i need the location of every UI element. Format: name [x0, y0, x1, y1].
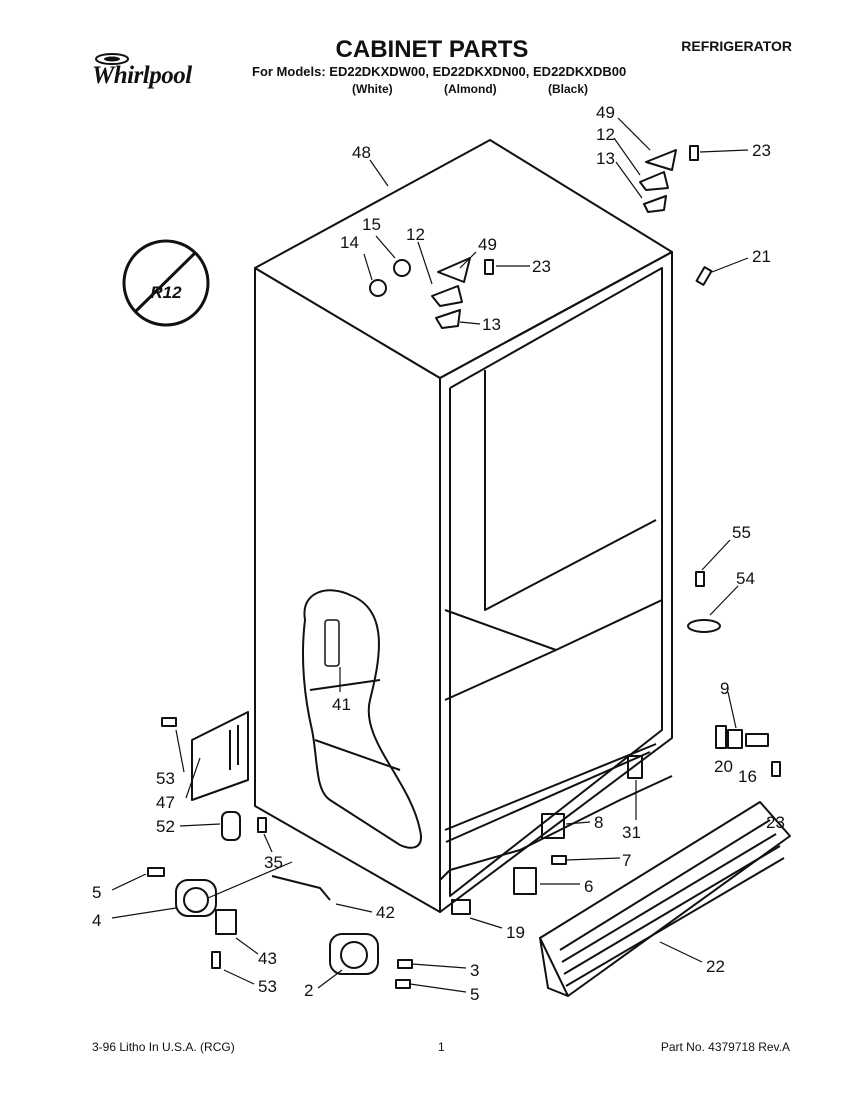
part-47-compressor-panel [191, 711, 249, 801]
callout-15: 15 [362, 215, 381, 234]
callout-14: 14 [340, 233, 359, 252]
brand-name: Whirlpool [92, 62, 192, 89]
callout-55: 55 [732, 523, 751, 542]
part-13-hinge-shim [435, 309, 461, 329]
part-9-bracket [727, 729, 743, 749]
part-53-screw-top [161, 717, 177, 727]
part-55-screw [695, 571, 705, 587]
callout-47: 47 [156, 793, 175, 812]
part-4-wheel [183, 887, 209, 913]
footer-part-number: Part No. 4379718 Rev.A [660, 1040, 790, 1054]
part-54-bracket [687, 619, 721, 633]
part-12-hinge-right [639, 171, 669, 191]
part-12-hinge [431, 285, 463, 307]
color-black: (Black) [548, 82, 589, 96]
r12-badge-text: R12 [150, 283, 182, 302]
part-52-clip [221, 811, 241, 841]
part-41-gasket [324, 619, 340, 667]
part-43-bracket [215, 909, 237, 935]
part-4-roller-bracket [175, 879, 217, 917]
logo-swirl-icon [95, 53, 129, 65]
callout-13-right: 13 [596, 149, 615, 168]
callout-7: 7 [622, 851, 631, 870]
callout-52: 52 [156, 817, 175, 836]
part-8-block [541, 813, 565, 839]
callout-53-top: 53 [156, 769, 175, 788]
part-22-toe-grille [539, 801, 791, 997]
callout-31: 31 [622, 823, 641, 842]
page-title: CABINET PARTS [335, 36, 529, 63]
callout-20: 20 [714, 757, 733, 776]
part-2-roller-front [329, 933, 379, 975]
callout-16: 16 [738, 767, 757, 786]
callout-22: 22 [706, 957, 725, 976]
callout-53-bottom: 53 [258, 977, 277, 996]
part-13-shim-right [643, 195, 667, 213]
cabinet-left-side [254, 267, 441, 913]
cabinet-cutaway [301, 589, 422, 849]
color-white: (White) [352, 82, 393, 96]
part-23-screw-right [689, 145, 699, 161]
part-19-leveler [451, 899, 471, 915]
callout-42: 42 [376, 903, 395, 922]
part-3-screw [397, 959, 413, 969]
part-35-screw [257, 817, 267, 833]
callout-35: 35 [264, 853, 283, 872]
callout-12-right: 12 [596, 125, 615, 144]
callout-8: 8 [594, 813, 603, 832]
part-31-clip [627, 755, 643, 779]
callout-2: 2 [304, 981, 313, 1000]
callout-48: 48 [352, 143, 371, 162]
callout-4: 4 [92, 911, 101, 930]
callout-3: 3 [470, 961, 479, 980]
part-49-hinge-cover-right [645, 149, 677, 171]
footer-print-info: 3-96 Litho In U.S.A. (RCG) [92, 1040, 235, 1054]
callout-5-left: 5 [92, 883, 101, 902]
r12-refrigerant-badge [122, 239, 210, 327]
part-5-screw-left [147, 867, 165, 877]
part-7-screw [551, 855, 567, 865]
callout-41: 41 [332, 695, 351, 714]
part-49-top-hinge-cover [437, 257, 471, 283]
whirlpool-logo: Whirlpool [88, 48, 220, 108]
part-20-bracket [715, 725, 727, 749]
part-6-bracket [513, 867, 537, 895]
callout-6: 6 [584, 877, 593, 896]
callout-5-right: 5 [470, 985, 479, 1004]
callout-12: 12 [406, 225, 425, 244]
callout-23: 23 [532, 257, 551, 276]
document-type: REFRIGERATOR [681, 38, 792, 54]
part-21-clip [695, 266, 713, 286]
part-53-screw-bottom [211, 951, 221, 969]
callout-13: 13 [482, 315, 501, 334]
callout-23-lower: 23 [766, 813, 785, 832]
callout-21: 21 [752, 247, 771, 266]
part-5-screw-right [395, 979, 411, 989]
part-16-hinge [745, 733, 769, 747]
callout-19: 19 [506, 923, 525, 942]
callout-23-right: 23 [752, 141, 771, 160]
part-23-screw-lower [771, 761, 781, 777]
footer-page-number: 1 [438, 1040, 445, 1054]
model-list: For Models: ED22DKXDW00, ED22DKXDN00, ED… [252, 64, 627, 79]
color-almond: (Almond) [444, 82, 497, 96]
cabinet-front-frame [439, 251, 673, 913]
callout-49: 49 [478, 235, 497, 254]
part-23-screw [484, 259, 494, 275]
callout-54: 54 [736, 569, 755, 588]
callout-9: 9 [720, 679, 729, 698]
callout-49-right: 49 [596, 103, 615, 122]
part-14-plug [369, 279, 387, 297]
callout-43: 43 [258, 949, 277, 968]
part-15-plug [393, 259, 411, 277]
part-42-water-tube [271, 875, 331, 901]
